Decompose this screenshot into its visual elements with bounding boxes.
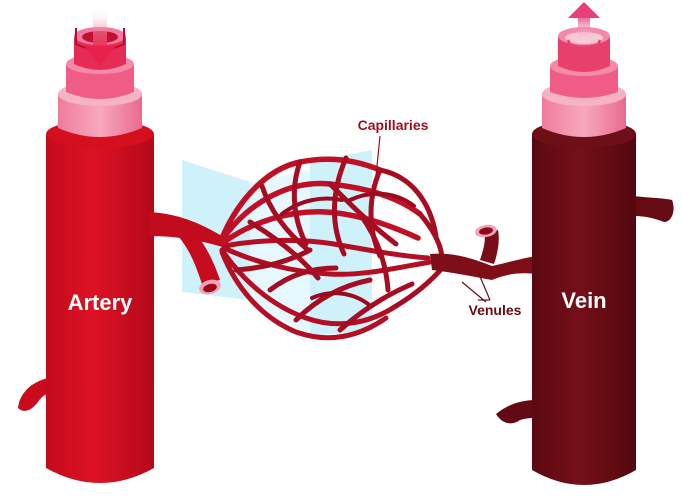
arrow-up-icon: [568, 2, 600, 48]
capillaries-callout: Capillaries: [358, 117, 429, 177]
venules-callout: Venules: [461, 271, 522, 318]
capillaries-label: Capillaries: [358, 117, 429, 133]
artery-label: Artery: [68, 290, 134, 315]
arteriole: [150, 212, 226, 295]
venules: [430, 224, 536, 280]
capillary-network: [219, 155, 447, 341]
venules-label: Venules: [469, 302, 522, 318]
artery: [18, 27, 154, 483]
vein-label: Vein: [561, 288, 606, 313]
vein: [496, 27, 674, 485]
arrow-down-icon: [84, 8, 116, 66]
